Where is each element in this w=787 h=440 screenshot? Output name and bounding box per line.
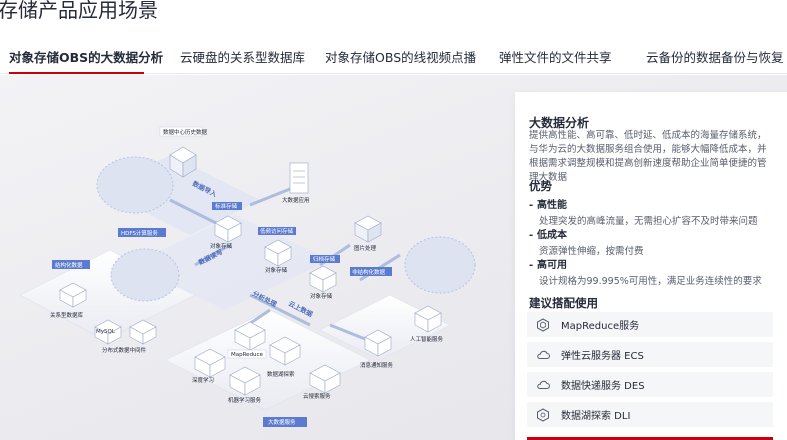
cloud-icon xyxy=(535,347,551,363)
svg-text:数据中心历史数据: 数据中心历史数据 xyxy=(163,128,208,136)
tab-evs-database[interactable]: 云硬盘的关系型数据库 xyxy=(180,50,306,65)
active-tab-indicator xyxy=(9,72,144,74)
svg-text:HDFS计算服务: HDFS计算服务 xyxy=(121,229,158,237)
svg-text:标准存储: 标准存储 xyxy=(215,202,238,210)
svg-text:对象存储: 对象存储 xyxy=(265,266,288,274)
svg-text:MapReduce: MapReduce xyxy=(231,352,264,358)
svg-text:深度学习: 深度学习 xyxy=(192,376,214,384)
svg-text:图片处理: 图片处理 xyxy=(354,244,377,252)
advantages-heading: 优势 xyxy=(529,179,552,193)
advantage-name: 高可用 xyxy=(537,260,567,271)
unstructured-cloud xyxy=(404,236,476,294)
panel-description: 提供高性能、高可靠、低时延、低成本的海量存储系统，与华为云的大数据服务组合使用，… xyxy=(529,130,767,183)
svg-text:人工智能服务: 人工智能服务 xyxy=(410,335,444,343)
svg-text:对象存储: 对象存储 xyxy=(310,292,333,300)
advantage-item: -高可用 设计规格为99.995%可用性，满足业务连续性的要求 xyxy=(529,256,779,287)
advantage-text: 资源弹性伸缩，按需付费 xyxy=(539,246,644,257)
svg-text:数据湖探索: 数据湖探索 xyxy=(267,370,295,378)
svg-text:归档存储: 归档存储 xyxy=(313,255,336,263)
service-name: 数据快递服务 DES xyxy=(561,381,645,392)
svg-text:关系型数据库: 关系型数据库 xyxy=(50,311,84,319)
svg-text:低频访问存储: 低频访问存储 xyxy=(260,227,294,235)
service-name: 数据湖探索 DLI xyxy=(561,411,631,422)
cloud-icon xyxy=(535,377,551,393)
hexagon-icon xyxy=(535,407,551,423)
svg-text:大数据应用: 大数据应用 xyxy=(282,196,310,204)
svg-text:云搜索服务: 云搜索服务 xyxy=(303,392,331,400)
scenario-detail-panel: 大数据分析 提供高性能、高可靠、低时延、低成本的海量存储系统，与华为云的大数据服… xyxy=(515,92,787,440)
svg-text:消息通知服务: 消息通知服务 xyxy=(360,361,394,369)
hdfs-cloud xyxy=(110,248,180,302)
svg-text:机器学习服务: 机器学习服务 xyxy=(228,396,262,404)
service-name: MapReduce服务 xyxy=(561,321,640,332)
tab-cbr-backup[interactable]: 云备份的数据备份与恢复 xyxy=(646,50,784,65)
svg-text:结构化数据: 结构化数据 xyxy=(55,261,83,269)
hexagon-icon xyxy=(535,317,551,333)
svg-text:分布式数据中间件: 分布式数据中间件 xyxy=(102,346,147,354)
scenario-tabs: 对象存储OBS的大数据分析 云硬盘的关系型数据库 对象存储OBS的线视频点播 弹… xyxy=(0,38,787,74)
svg-text:对象存储: 对象存储 xyxy=(210,242,233,250)
obs-platform xyxy=(130,215,330,310)
svg-text:分析处理: 分析处理 xyxy=(251,289,279,309)
panel-accent-bar xyxy=(527,437,773,440)
advantage-name: 高性能 xyxy=(537,200,567,211)
service-link-des[interactable]: 数据快递服务 DES xyxy=(527,372,773,397)
service-link-dli[interactable]: 数据湖探索 DLI xyxy=(527,402,773,427)
tab-obs-bigdata[interactable]: 对象存储OBS的大数据分析 xyxy=(9,50,164,65)
bigdata-platform xyxy=(164,309,371,411)
svg-text:MySQL: MySQL xyxy=(96,329,116,335)
advantage-item: -低成本 资源弹性伸缩，按需付费 xyxy=(529,226,779,257)
page-title: 存储产品应用场景 xyxy=(0,0,158,22)
service-name: 弹性云服务器 ECS xyxy=(561,351,644,362)
svg-text:非结构化数据: 非结构化数据 xyxy=(352,268,386,276)
advantage-text: 处理突发的高峰流量，无需担心扩容不及时带来问题 xyxy=(539,216,758,227)
upload-cloud xyxy=(96,156,174,214)
advantage-text: 设计规格为99.995%可用性，满足业务连续性的要求 xyxy=(539,276,762,287)
advantage-name: 低成本 xyxy=(537,230,567,241)
advantage-item: -高性能 处理突发的高峰流量，无需担心扩容不及时带来问题 xyxy=(529,196,779,227)
svg-text:大数据服务: 大数据服务 xyxy=(268,418,296,426)
tab-obs-video[interactable]: 对象存储OBS的线视频点播 xyxy=(325,50,477,65)
tab-sfs-fileshare[interactable]: 弹性文件的文件共享 xyxy=(499,50,612,65)
ai-platform xyxy=(319,294,451,361)
recommended-services-heading: 建议搭配使用 xyxy=(529,296,598,310)
service-link-ecs[interactable]: 弹性云服务器 ECS xyxy=(527,342,773,367)
service-link-mapreduce[interactable]: MapReduce服务 xyxy=(527,312,773,337)
architecture-diagram: 数据中心历史数据 大数据应用 标准存储 低频访问存储 归档存储 对象存储 对象存… xyxy=(20,126,476,427)
panel-title: 大数据分析 xyxy=(529,116,590,130)
